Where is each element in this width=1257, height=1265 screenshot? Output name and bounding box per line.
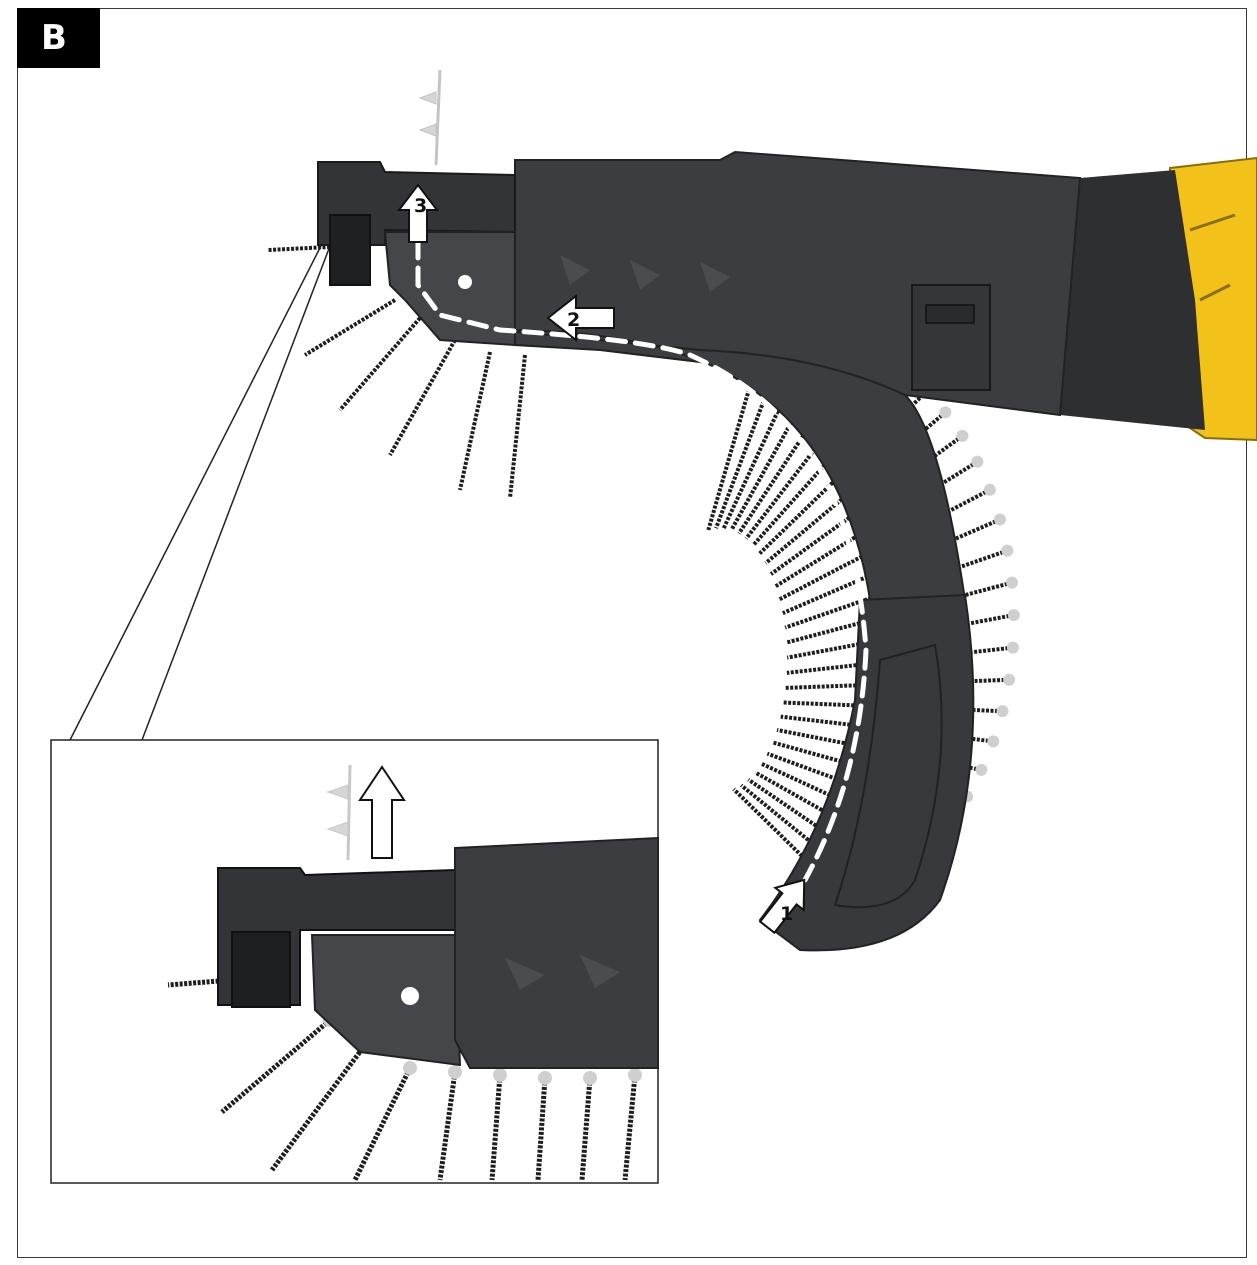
figure-label: B [17,8,100,68]
feed-path [415,237,869,883]
ejected-screws [418,69,442,166]
screw [338,316,422,412]
step-number-1: 1 [780,903,793,925]
inset-detail [50,739,659,1184]
screw [786,580,1013,645]
inset-screw [352,1066,413,1182]
screw-head [1006,576,1019,589]
step-arrow-2 [546,293,615,343]
inset-screw-head [448,1065,462,1079]
inset-screw [220,1018,332,1114]
inset-screw [535,1077,548,1181]
inset-screw [489,1074,503,1181]
screw-head [1003,673,1016,686]
screw [458,351,492,491]
screw-head [987,735,1000,748]
inset-screw [437,1071,458,1181]
inset-screw [579,1077,593,1181]
screw-head [1006,641,1019,654]
inset-screw [622,1074,638,1181]
screw [780,714,994,744]
screw [303,298,397,357]
screw [267,245,331,252]
screw-head [996,705,1009,718]
inset-screw-head [583,1071,597,1085]
step-number-3: 3 [414,195,427,217]
inset-screw-head [493,1068,507,1082]
attachment-housing [317,150,1082,952]
inset-screw-head [403,1061,417,1075]
screw [721,336,814,530]
screw-head [939,406,952,419]
inset-screw-head [628,1068,642,1082]
step-number-2: 2 [567,309,580,331]
screw-head [956,429,969,442]
callout-line-right [141,174,358,741]
screw-head [993,513,1006,526]
screw-head [975,763,988,776]
drill-body [1060,156,1257,442]
screw-head [1007,609,1020,622]
inset-screw [269,1043,368,1172]
screw-head [1001,544,1014,557]
screw [732,787,846,899]
screw [508,354,527,499]
step-arrow-3 [396,183,440,243]
up-arrow-icon [358,765,406,859]
screw-head [983,483,996,496]
step-arrow-1 [758,878,806,935]
inset-screw-head [538,1071,552,1085]
screw-head [971,455,984,468]
screw [388,339,457,456]
figure-frame [17,8,1247,1258]
callout-line-left [69,174,358,741]
